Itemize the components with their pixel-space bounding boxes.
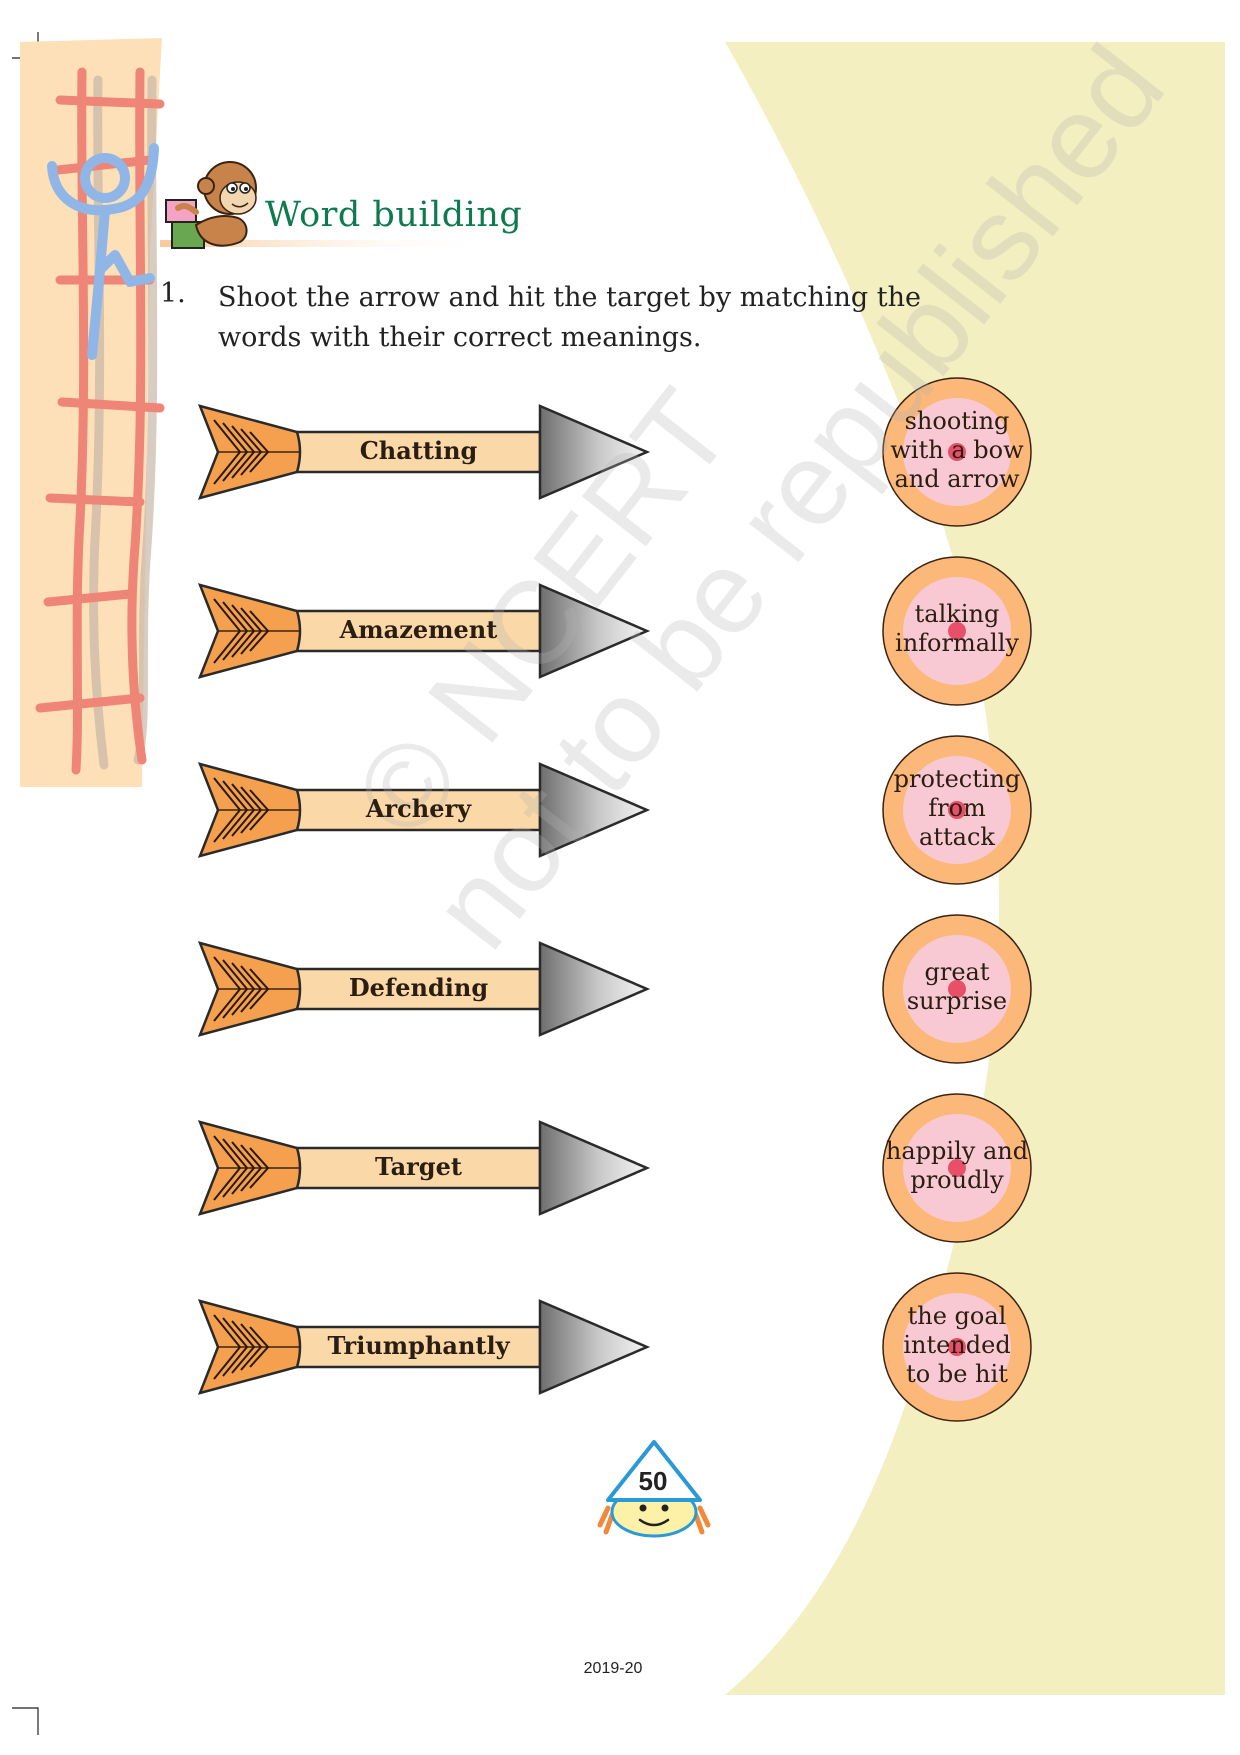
arrow-shaft [295,1325,542,1369]
arrow[interactable] [197,941,651,1037]
side-panel [725,42,1225,1695]
target[interactable] [882,556,1032,706]
question-number: 1. [160,278,186,309]
page-number: 50 [638,1466,668,1496]
stick-figure-icon [47,143,159,360]
arrow-shaft [295,967,542,1011]
target-bullseye [948,980,966,998]
target-meaning-line: from [928,793,986,822]
target-bullseye [948,1338,966,1356]
target-meaning-line: talking [914,600,1000,628]
section-title: Word building [265,195,523,235]
target-meaning-line: proudly [910,1166,1004,1194]
arrow-head [538,583,651,679]
target-meaning-line: attack [919,822,995,851]
target[interactable] [882,1093,1032,1243]
question-line-1: Shoot the arrow and hit the target by ma… [218,282,921,313]
target-meaning-line: intended [903,1330,1011,1359]
arrow-head [538,404,651,500]
arrow[interactable] [197,583,651,679]
arrow-word: Amazement [339,615,498,644]
arrow-head [538,1299,651,1395]
target-meaning-line: and arrow [894,464,1020,493]
target-bullseye [948,622,966,640]
arrow-word: Triumphantly [327,1331,510,1360]
arrow-head [538,1120,651,1216]
monkey-icon [165,161,257,249]
question-line-2: words with their correct meanings. [218,322,702,353]
target-bullseye [948,801,966,819]
question-text: Shoot the arrow and hit the target by ma… [218,278,978,358]
target-meaning-line: surprise [906,987,1008,1015]
arrow-head [538,762,651,858]
arrow[interactable] [197,1120,651,1216]
arrows-layer [197,404,651,1395]
target-meaning-line: great [924,958,990,986]
arrow-word: Archery [365,794,472,823]
target-bullseye [948,1159,966,1177]
arrow[interactable] [197,762,651,858]
target-meaning-line: happily and [885,1137,1029,1165]
footer-year: 2019-20 [583,1660,643,1677]
arrow-word: Chatting [359,436,478,465]
target-meaning-line: with a bow [890,435,1024,464]
target[interactable] [882,735,1032,885]
target-bullseye [948,443,966,461]
target-meaning-line: shooting [904,406,1010,435]
target-meaning-line: the goal [907,1301,1007,1330]
target-meaning-line: to be hit [906,1359,1008,1388]
arrow[interactable] [197,404,651,500]
target-meaning-line: protecting [893,764,1021,793]
arrow[interactable] [197,1299,651,1395]
page-number-badge [597,1440,711,1538]
target[interactable] [882,1272,1032,1422]
target[interactable] [882,377,1032,527]
arrow-head [538,941,651,1037]
arrow-word: Defending [348,973,489,1002]
target-meaning-line: informally [895,629,1019,657]
title-bar [160,240,490,247]
target[interactable] [882,914,1032,1064]
targets-layer [882,377,1032,1422]
arrow-word: Target [375,1152,462,1181]
